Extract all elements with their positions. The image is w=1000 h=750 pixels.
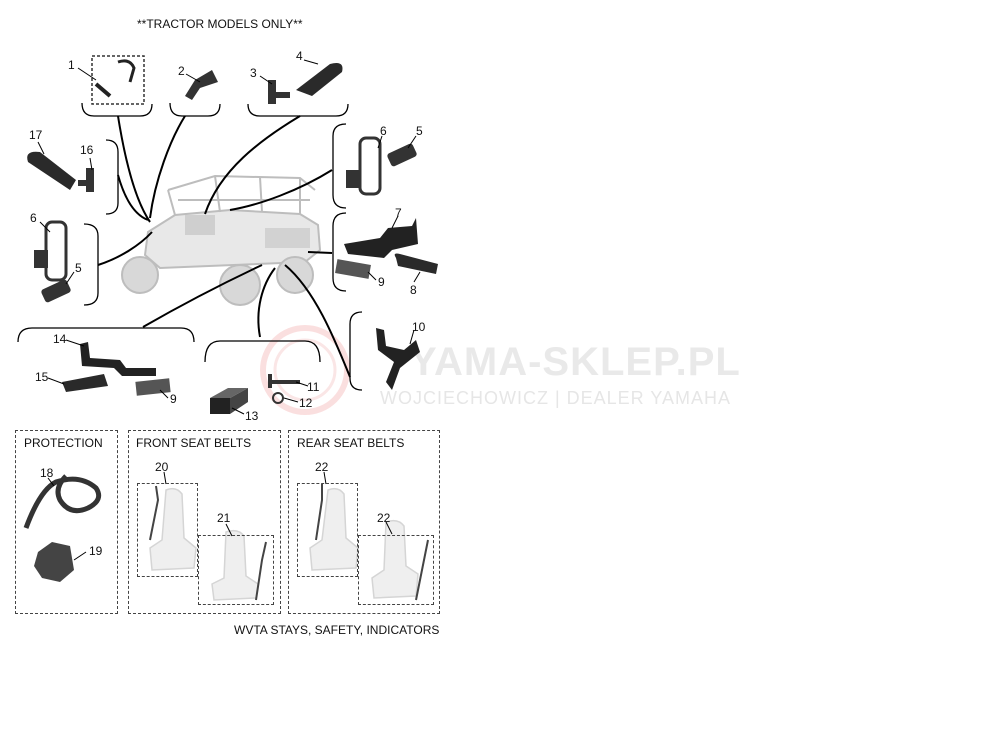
callout-15: 15 <box>35 370 49 384</box>
callout-8: 8 <box>410 283 417 297</box>
group-brackets <box>17 102 363 391</box>
callout-ticks <box>37 59 421 561</box>
front-seat-belts-section <box>128 430 281 614</box>
part-11-pin <box>268 374 300 388</box>
protection-heading: PROTECTION <box>24 436 103 450</box>
callout-18: 18 <box>40 466 54 480</box>
part-3-bracket <box>268 80 290 104</box>
callout-2: 2 <box>178 64 185 78</box>
part-8-indicator <box>394 253 438 274</box>
callout-4: 4 <box>296 49 303 63</box>
part-6-mirror-right <box>346 136 382 196</box>
callout-3: 3 <box>250 66 257 80</box>
part-9-reflector-left <box>135 378 171 396</box>
callout-7: 7 <box>395 206 402 220</box>
callout-9-left: 9 <box>170 392 177 406</box>
callout-20: 20 <box>155 460 169 474</box>
callout-9-right: 9 <box>378 275 385 289</box>
front-seat-belts-heading: FRONT SEAT BELTS <box>136 436 252 450</box>
callout-1: 1 <box>68 58 75 72</box>
callout-16: 16 <box>80 143 94 157</box>
seat-belt-parts <box>149 484 429 601</box>
watermark-brand: YAMA-SKLEP.PL <box>410 340 741 384</box>
part-22-box-a <box>297 483 358 577</box>
callout-10: 10 <box>412 320 426 334</box>
part-7-bracket <box>344 218 418 258</box>
part-5-grip-right <box>387 143 417 167</box>
part-13-hitch <box>210 388 248 414</box>
part-6-mirror-left <box>34 220 68 282</box>
rear-seat-belts-section <box>288 430 440 614</box>
part-18-cover <box>23 474 102 529</box>
diagram-title: WVTA STAYS, SAFETY, INDICATORS <box>234 623 440 637</box>
callout-6-right: 6 <box>380 124 387 138</box>
part-1-clamp-bolt <box>91 55 145 105</box>
part-15-indicator <box>62 374 108 392</box>
callout-21: 21 <box>217 511 231 525</box>
seat-illustrations <box>149 487 419 601</box>
part-17-indicator <box>27 151 76 190</box>
callout-17: 17 <box>29 128 43 142</box>
part-21-box <box>198 535 274 605</box>
callout-11: 11 <box>307 380 320 394</box>
watermark-tagline: WOJCIECHOWICZ | DEALER YAMAHA <box>380 388 732 408</box>
callout-6-left: 6 <box>30 211 37 225</box>
part-10-bracket <box>376 328 420 390</box>
rear-seat-belts-heading: REAR SEAT BELTS <box>297 436 405 450</box>
callout-5-right: 5 <box>416 124 423 138</box>
callout-12: 12 <box>299 396 313 410</box>
vehicle-illustration <box>121 174 322 306</box>
protection-section <box>15 430 118 614</box>
callout-5-left: 5 <box>75 261 82 275</box>
part-16-bracket <box>78 168 94 192</box>
part-2-bracket <box>185 70 218 100</box>
leader-lines <box>97 115 351 378</box>
part-12-clip <box>272 392 284 404</box>
part-5-grip-left <box>41 279 71 303</box>
callout-22-b: 22 <box>377 511 391 525</box>
callout-13: 13 <box>245 409 259 423</box>
callout-14: 14 <box>53 332 67 346</box>
part-22-box-b <box>358 535 434 605</box>
part-14-bracket <box>80 342 156 376</box>
part-19-cap <box>34 542 74 582</box>
tractor-models-note: **TRACTOR MODELS ONLY** <box>137 17 303 31</box>
callout-19: 19 <box>89 544 103 558</box>
callout-22-a: 22 <box>315 460 329 474</box>
part-4-indicator <box>296 63 343 96</box>
part-9-reflector-right <box>335 259 371 279</box>
part-20-box <box>137 483 198 577</box>
